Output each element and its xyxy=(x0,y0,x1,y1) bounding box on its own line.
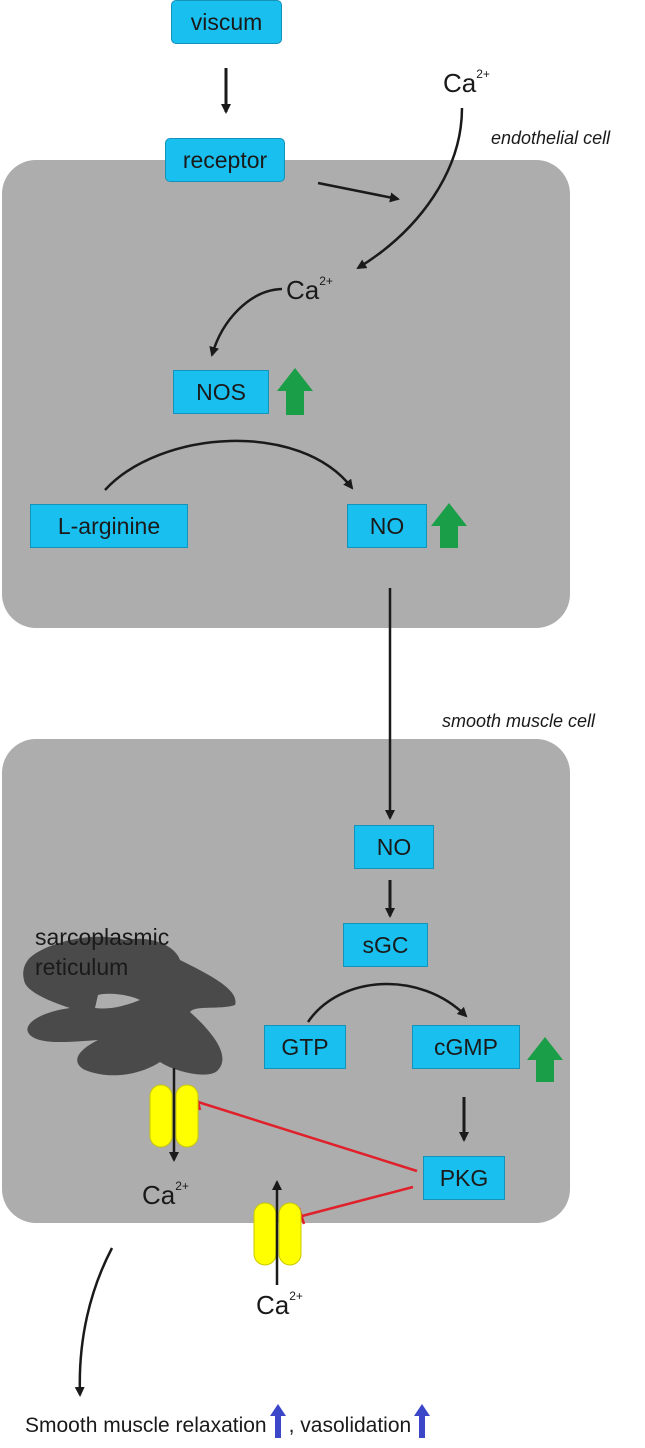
green-up-arrow-icon xyxy=(431,503,467,548)
outcome-text: Smooth muscle relaxation , vasolidation xyxy=(25,1404,433,1438)
calcium-channel-icon xyxy=(149,1084,199,1148)
ca-outside-label: Ca2+ xyxy=(443,67,490,98)
endothelial-cell-label: endothelial cell xyxy=(491,128,611,148)
nos-box: NOS xyxy=(173,370,269,414)
no-smooth-box: NO xyxy=(354,825,434,869)
smooth-muscle-cell-label: smooth muscle cell xyxy=(442,711,596,731)
ca-endothelial-label: Ca2+ xyxy=(286,274,333,305)
ca-sr-release-label: Ca2+ xyxy=(142,1179,189,1210)
ca-influx-label: Ca2+ xyxy=(256,1289,303,1320)
outcome-relaxation: Smooth muscle relaxation xyxy=(25,1414,267,1437)
cgmp-box: cGMP xyxy=(412,1025,520,1069)
sgc-box: sGC xyxy=(343,923,428,967)
green-up-arrow-icon xyxy=(277,368,313,415)
receptor-box: receptor xyxy=(165,138,285,182)
blue-up-arrow-icon xyxy=(414,1404,431,1438)
viscum-box: viscum xyxy=(171,0,282,44)
blue-up-arrow-icon xyxy=(269,1404,286,1438)
calcium-channel-icon xyxy=(253,1202,302,1266)
sarcoplasmic-reticulum-label: sarcoplasmic reticulum xyxy=(35,924,170,980)
gtp-box: GTP xyxy=(264,1025,346,1069)
sarcoplasmic-reticulum-shape xyxy=(23,936,236,1076)
no-endothelial-box: NO xyxy=(347,504,427,548)
l-arginine-box: L-arginine xyxy=(30,504,188,548)
pkg-box: PKG xyxy=(423,1156,505,1200)
outcome-vasolidation: , vasolidation xyxy=(288,1414,412,1437)
green-up-arrow-icon xyxy=(527,1037,563,1082)
